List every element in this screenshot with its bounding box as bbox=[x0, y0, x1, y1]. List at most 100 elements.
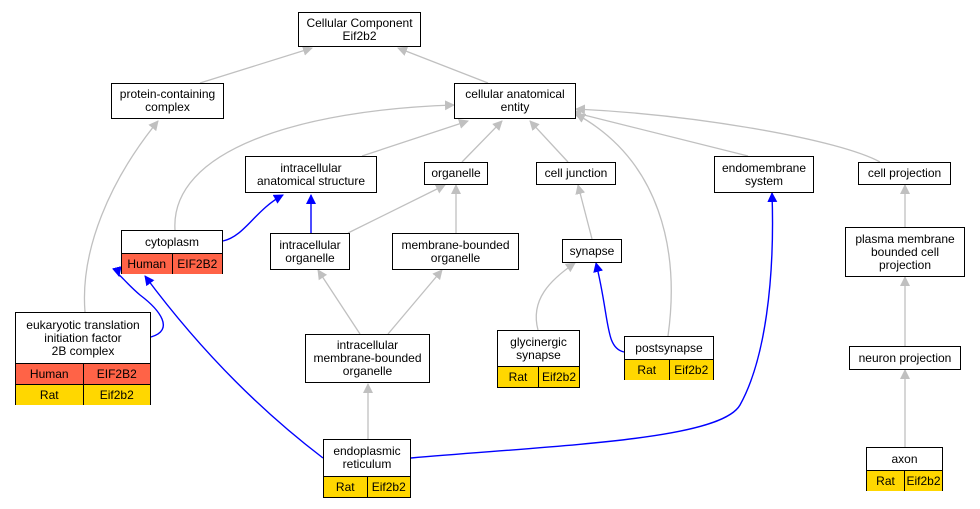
species-cell: Rat bbox=[39, 387, 59, 402]
node-title: synapse bbox=[563, 240, 621, 262]
node-synapse[interactable]: synapse bbox=[562, 239, 622, 263]
edge-ias-to-cae bbox=[361, 119, 469, 157]
edge-ps-to-syn bbox=[593, 262, 625, 353]
edge-pcc-to-cc bbox=[199, 45, 313, 84]
node-title-line: 2B complex bbox=[51, 343, 115, 358]
node-title-line: organelle bbox=[431, 166, 481, 180]
node-postsynapse[interactable]: postsynapse Rat Eif2b2 bbox=[624, 336, 714, 380]
edge-syn-to-cj bbox=[575, 184, 593, 240]
species-cell: Rat bbox=[508, 369, 528, 384]
gene-row-rat: Rat Eif2b2 bbox=[498, 366, 579, 387]
node-title-line: Eif2b2 bbox=[342, 28, 377, 43]
node-title-line: postsynapse bbox=[635, 340, 703, 355]
node-title-line: Cellular Component bbox=[306, 15, 413, 30]
edge-cyto-to-ias bbox=[222, 194, 284, 242]
node-title-line: initiation factor bbox=[44, 330, 122, 345]
node-title: axon bbox=[867, 448, 942, 470]
gene-row-rat: Rat Eif2b2 bbox=[324, 476, 410, 497]
edge-org-to-cae bbox=[461, 120, 503, 163]
node-title: cell junction bbox=[537, 163, 615, 184]
node-title-line: intracellular bbox=[279, 237, 341, 252]
node-title-line: membrane-bounded bbox=[401, 237, 510, 252]
edge-cae-to-cc bbox=[397, 46, 489, 84]
node-organelle[interactable]: organelle bbox=[424, 162, 488, 185]
node-cell-junction[interactable]: cell junction bbox=[536, 162, 616, 185]
node-title-line: intracellular bbox=[336, 338, 399, 352]
gene-cell: EIF2B2 bbox=[171, 254, 223, 274]
node-title-line: synapse bbox=[516, 347, 561, 362]
node-title-line: synapse bbox=[569, 243, 615, 258]
edge-cj-to-cae bbox=[529, 120, 569, 163]
edge-eif-to-pcc bbox=[83, 120, 159, 313]
edge-imbo-to-io bbox=[317, 269, 361, 335]
node-cell-projection[interactable]: cell projection bbox=[858, 162, 951, 185]
node-title-line: anatomical structure bbox=[256, 173, 366, 188]
node-title-line: system bbox=[744, 173, 783, 188]
node-axon[interactable]: axon Rat Eif2b2 bbox=[866, 447, 943, 491]
node-title-line: reticulum bbox=[342, 457, 392, 471]
node-cytoplasm[interactable]: cytoplasm Human EIF2B2 bbox=[121, 230, 223, 274]
node-title: postsynapse bbox=[625, 337, 713, 359]
species-cell: Rat bbox=[637, 362, 657, 377]
node-title: neuron projection bbox=[850, 347, 960, 369]
node-title-line: organelle bbox=[430, 250, 481, 265]
species-cell: Human bbox=[127, 256, 167, 271]
gene-row-rat: Rat Eif2b2 bbox=[625, 359, 713, 380]
node-title-line: plasma membrane bbox=[855, 231, 955, 246]
node-title-line: neuron projection bbox=[858, 350, 952, 365]
gene-row-rat: Rat Eif2b2 bbox=[867, 470, 942, 491]
node-title-line: axon bbox=[891, 451, 918, 466]
node-title-line: cellular anatomical bbox=[465, 87, 565, 101]
node-neuron-projection[interactable]: neuron projection bbox=[849, 346, 961, 370]
edge-er-to-cyto bbox=[144, 275, 324, 459]
node-title-line: bounded cell bbox=[870, 244, 940, 259]
species-cell: Rat bbox=[335, 479, 355, 494]
gene-cell: Eif2b2 bbox=[668, 360, 714, 380]
node-title-line: complex bbox=[145, 100, 190, 114]
edge-ps-to-cae bbox=[575, 113, 672, 337]
node-title: cytoplasm bbox=[122, 231, 222, 253]
node-title-line: glycinergic bbox=[510, 334, 567, 349]
gene-cell: Eif2b2 bbox=[366, 477, 411, 497]
edge-layer bbox=[83, 45, 910, 459]
edge-gly-to-syn bbox=[535, 262, 576, 331]
node-title-line: entity bbox=[500, 100, 530, 114]
edge-io-to-org bbox=[347, 184, 446, 234]
node-title: cell projection bbox=[859, 163, 950, 184]
gene-cell: Eif2b2 bbox=[904, 471, 942, 491]
node-title-line: protein-containing bbox=[119, 87, 216, 101]
edge-es-to-cae bbox=[571, 109, 749, 157]
gene-row-rat: Rat Eif2b2 bbox=[16, 384, 150, 405]
node-title-line: cell projection bbox=[867, 166, 942, 180]
gene-cell: Eif2b2 bbox=[82, 385, 151, 405]
node-title: organelle bbox=[425, 163, 487, 184]
edge-cyto-to-cae bbox=[174, 100, 455, 231]
gene-cell: EIF2B2 bbox=[82, 364, 151, 384]
edge-er-to-es bbox=[410, 192, 778, 459]
node-title-line: cell junction bbox=[544, 166, 608, 180]
